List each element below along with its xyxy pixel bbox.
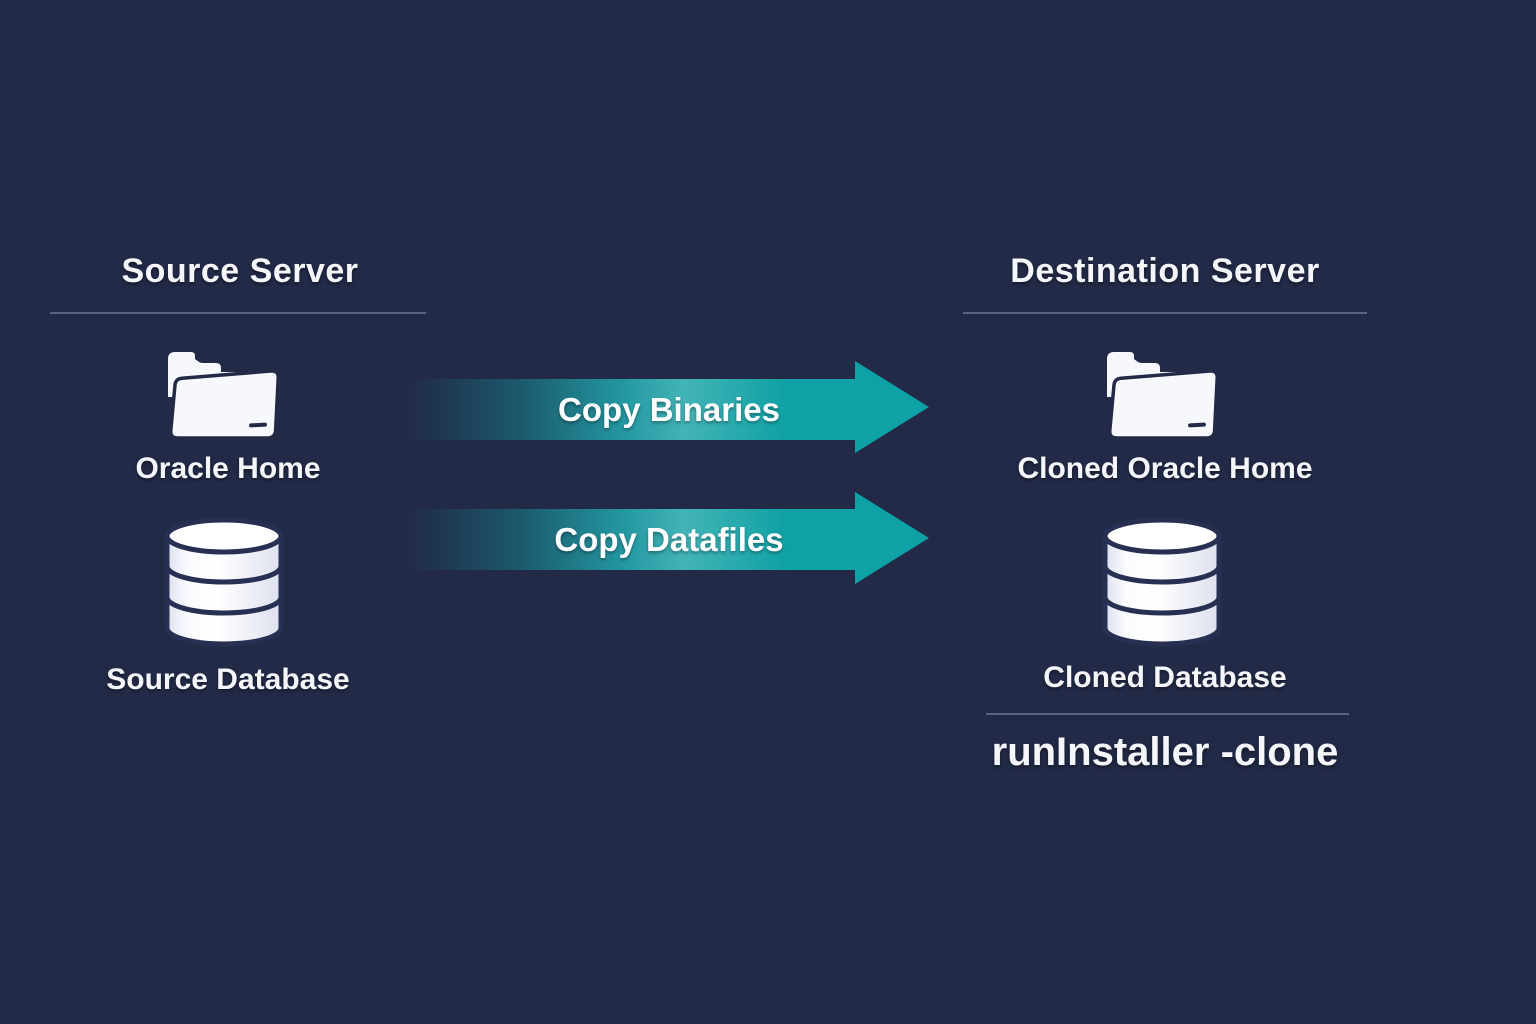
folder-icon <box>1107 352 1219 440</box>
source-database-label: Source Database <box>106 663 350 696</box>
command-divider <box>986 713 1349 715</box>
copy-datafiles-arrow: Copy Datafiles <box>408 509 855 570</box>
folder-icon <box>168 352 280 440</box>
copy-datafiles-arrow-label: Copy Datafiles <box>554 520 784 558</box>
source-server-heading: Source Server <box>121 252 359 290</box>
copy-binaries-arrowhead-icon <box>855 361 929 453</box>
source-heading-divider <box>50 312 426 314</box>
copy-binaries-arrow: Copy Binaries <box>408 379 855 440</box>
copy-datafiles-arrowhead-icon <box>855 492 929 584</box>
copy-binaries-arrow-label: Copy Binaries <box>558 390 780 428</box>
destination-heading-divider <box>963 312 1367 314</box>
cloned-database-label: Cloned Database <box>1043 661 1287 694</box>
oracle-home-label: Oracle Home <box>135 452 321 485</box>
destination-server-heading: Destination Server <box>1010 252 1320 290</box>
database-icon <box>1102 517 1222 647</box>
database-icon <box>164 517 284 647</box>
cloned-oracle-home-label: Cloned Oracle Home <box>1017 452 1313 485</box>
runinstaller-clone-command: runInstaller -clone <box>991 730 1339 774</box>
